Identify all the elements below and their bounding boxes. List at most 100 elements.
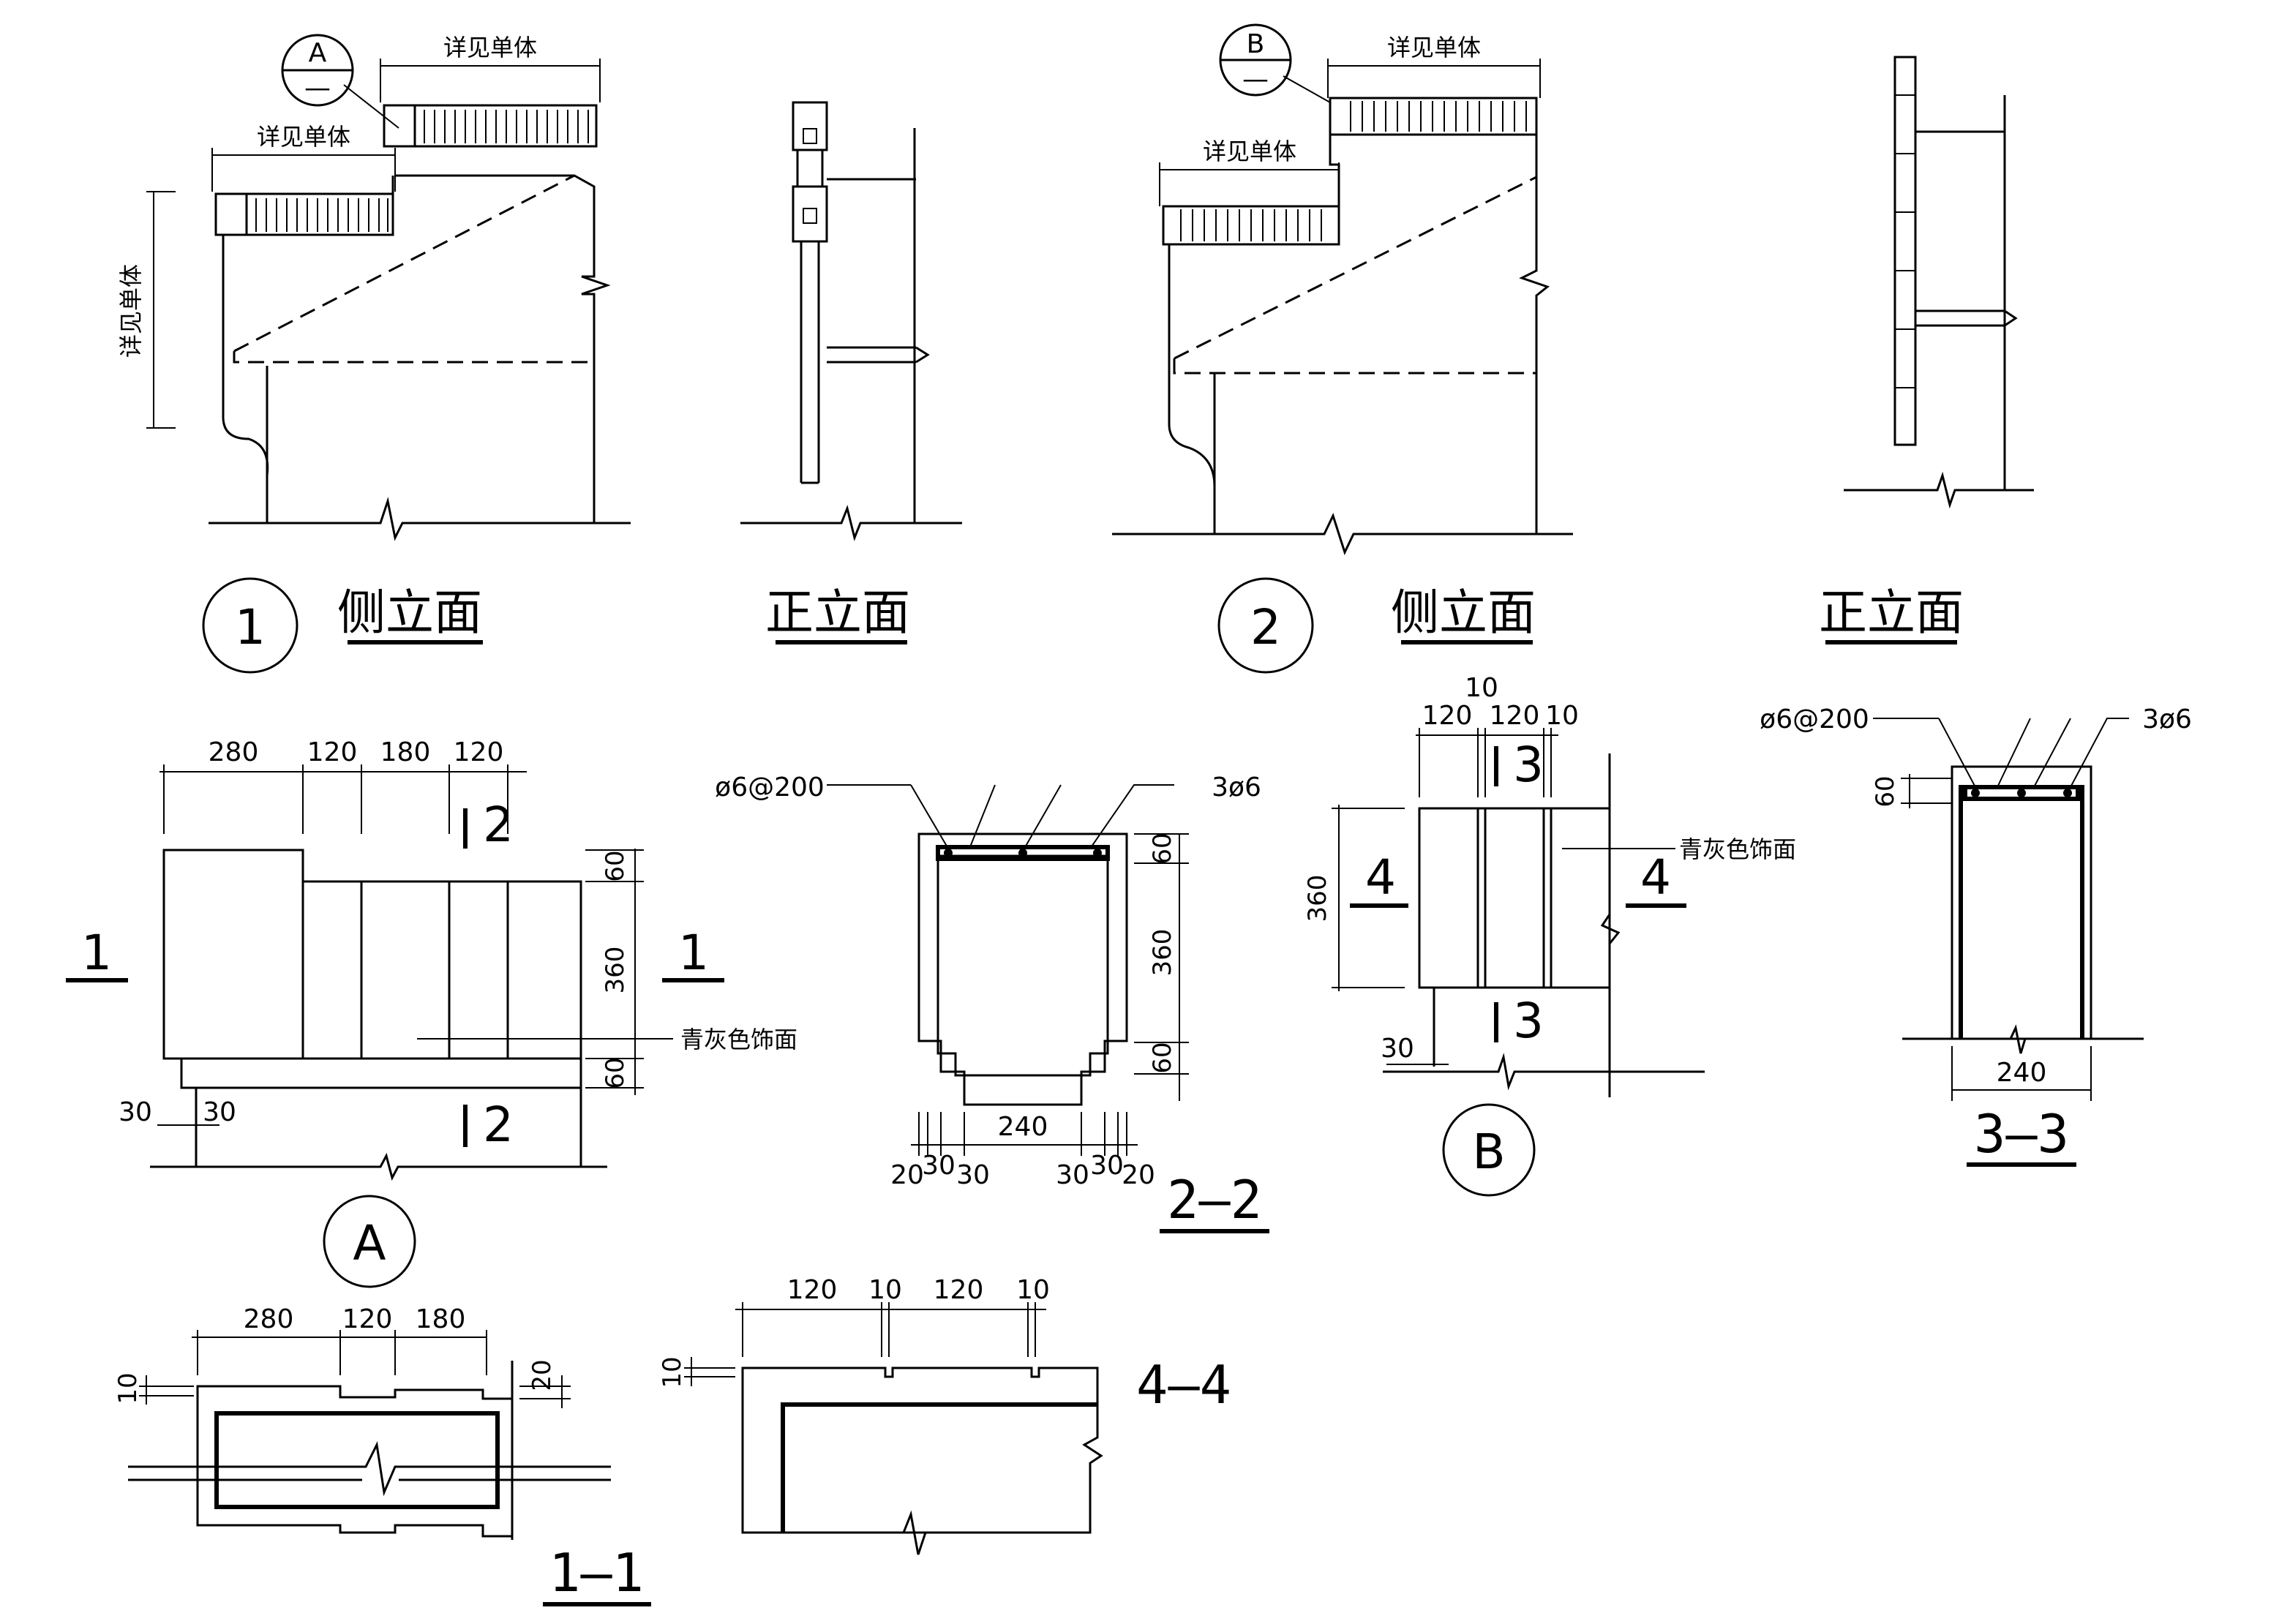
svg-text:详见单体: 详见单体 bbox=[257, 123, 350, 151]
svg-text:10: 10 bbox=[658, 1356, 687, 1388]
elevation-1-titles: 1 侧立面 正立面 bbox=[202, 577, 910, 674]
dim-see-detail-top: 详见单体 bbox=[380, 34, 601, 102]
dims-s33-bottom: 240 bbox=[1951, 1046, 2092, 1101]
svg-text:4: 4 bbox=[1640, 849, 1671, 906]
svg-text:20: 20 bbox=[1122, 1160, 1155, 1190]
svg-text:10: 10 bbox=[1465, 673, 1498, 703]
dims-b-side: 360 bbox=[1303, 805, 1405, 991]
dims-s11-top: 280 120 180 bbox=[192, 1304, 487, 1375]
svg-text:详见单体: 详见单体 bbox=[1203, 138, 1296, 165]
dim-see-detail-top-2: 详见单体 bbox=[1327, 34, 1541, 98]
svg-text:120: 120 bbox=[1490, 701, 1540, 731]
svg-text:120: 120 bbox=[1422, 701, 1473, 731]
callout-a: A — bbox=[281, 34, 399, 129]
section-cut-marks-a: 1 1 2 2 bbox=[66, 797, 724, 1153]
section-2-2: ø6@200 3ø6 60 360 60 240 20 30 30 30 30 … bbox=[715, 772, 1269, 1233]
svg-text:—: — bbox=[304, 73, 331, 103]
svg-text:2—2: 2—2 bbox=[1167, 1169, 1262, 1230]
section-4-4: 120 10 120 10 10 4—4 bbox=[658, 1275, 1231, 1555]
svg-text:60: 60 bbox=[1148, 832, 1177, 864]
section-1-1: 280 120 180 10 20 1—1 bbox=[113, 1304, 651, 1606]
svg-text:B: B bbox=[1472, 1124, 1505, 1180]
svg-text:3—3: 3—3 bbox=[1974, 1103, 2069, 1165]
svg-text:60: 60 bbox=[601, 1057, 630, 1089]
svg-text:360: 360 bbox=[1303, 875, 1332, 922]
svg-text:侧立面: 侧立面 bbox=[337, 584, 482, 641]
dims-s22-side: 60 360 60 bbox=[1134, 832, 1189, 1101]
svg-text:2: 2 bbox=[483, 1097, 514, 1153]
svg-text:30: 30 bbox=[1381, 1034, 1414, 1064]
svg-text:详见单体: 详见单体 bbox=[1387, 34, 1481, 61]
svg-text:10: 10 bbox=[113, 1372, 143, 1404]
svg-text:1: 1 bbox=[235, 599, 266, 655]
dim-see-detail-height: 详见单体 bbox=[117, 191, 176, 429]
dims-s44-top: 120 10 120 10 bbox=[735, 1275, 1050, 1357]
svg-text:3ø6: 3ø6 bbox=[1212, 772, 1261, 802]
front-elevation-1 bbox=[740, 101, 962, 541]
svg-text:30: 30 bbox=[922, 1151, 956, 1181]
svg-text:180: 180 bbox=[380, 737, 431, 767]
svg-text:30: 30 bbox=[119, 1097, 152, 1127]
svg-text:A: A bbox=[353, 1215, 386, 1271]
svg-text:正立面: 正立面 bbox=[1819, 584, 1964, 641]
svg-text:4—4: 4—4 bbox=[1136, 1354, 1231, 1416]
dim-see-detail-lower: 详见单体 bbox=[211, 123, 396, 192]
svg-text:280: 280 bbox=[244, 1304, 294, 1334]
svg-text:青灰色饰面: 青灰色饰面 bbox=[1679, 835, 1796, 863]
upper-cap-ticks bbox=[424, 110, 589, 143]
dims-b-bottom: 30 bbox=[1381, 1034, 1449, 1065]
svg-text:180: 180 bbox=[416, 1304, 466, 1334]
svg-text:280: 280 bbox=[209, 737, 259, 767]
svg-text:120: 120 bbox=[342, 1304, 393, 1334]
dims-s33-side: 60 bbox=[1871, 774, 1952, 808]
svg-text:A: A bbox=[309, 38, 327, 68]
dims-a-bottom: 30 30 bbox=[119, 1097, 236, 1127]
section-3-3: ø6@200 3ø6 60 240 3—3 bbox=[1760, 704, 2192, 1167]
svg-text:B: B bbox=[1247, 29, 1265, 59]
svg-text:30: 30 bbox=[203, 1097, 236, 1127]
svg-text:30: 30 bbox=[1056, 1160, 1089, 1190]
svg-text:20: 20 bbox=[528, 1359, 557, 1391]
svg-text:120: 120 bbox=[787, 1275, 838, 1305]
svg-text:120: 120 bbox=[307, 737, 358, 767]
section-cut-marks-b: 4 4 3 3 bbox=[1350, 737, 1686, 1049]
svg-text:3: 3 bbox=[1513, 737, 1544, 793]
svg-text:10: 10 bbox=[868, 1275, 902, 1305]
svg-text:详见单体: 详见单体 bbox=[443, 34, 537, 61]
svg-text:30: 30 bbox=[1090, 1151, 1124, 1181]
svg-text:360: 360 bbox=[1148, 929, 1177, 977]
svg-text:1: 1 bbox=[81, 925, 112, 981]
svg-text:4: 4 bbox=[1365, 849, 1396, 906]
svg-text:240: 240 bbox=[998, 1112, 1048, 1142]
svg-text:侧立面: 侧立面 bbox=[1391, 584, 1536, 641]
svg-text:正立面: 正立面 bbox=[765, 584, 910, 641]
svg-text:2: 2 bbox=[1250, 599, 1281, 655]
dims-a-top: 280 120 180 120 bbox=[159, 737, 527, 834]
svg-text:ø6@200: ø6@200 bbox=[1760, 704, 1869, 734]
dims-s11-side: 10 20 bbox=[113, 1359, 571, 1408]
dims-s22-bottom: 240 20 30 30 30 30 20 bbox=[890, 1112, 1155, 1190]
side-elevation-2: B — 详见单体 详见单体 bbox=[1112, 23, 1573, 556]
dims-b-top: 10 120 120 10 bbox=[1416, 673, 1579, 797]
side-elevation-1: A — 详见单体 详见单体 bbox=[117, 34, 631, 541]
svg-text:青灰色饰面: 青灰色饰面 bbox=[680, 1026, 797, 1053]
svg-text:60: 60 bbox=[601, 850, 630, 881]
svg-text:60: 60 bbox=[1871, 775, 1900, 807]
svg-text:1—1: 1—1 bbox=[549, 1542, 644, 1604]
svg-text:120: 120 bbox=[454, 737, 504, 767]
svg-text:360: 360 bbox=[601, 947, 630, 994]
dim-see-detail-lower-2: 详见单体 bbox=[1159, 138, 1340, 206]
callout-b: B — bbox=[1219, 23, 1331, 103]
svg-text:120: 120 bbox=[934, 1275, 984, 1305]
detail-b: 青灰色饰面 10 120 120 10 360 30 4 4 3 3 bbox=[1303, 673, 1796, 1197]
svg-text:240: 240 bbox=[1997, 1058, 2047, 1088]
svg-text:ø6@200: ø6@200 bbox=[715, 772, 825, 802]
svg-text:10: 10 bbox=[1545, 701, 1579, 731]
svg-text:20: 20 bbox=[890, 1160, 924, 1190]
dims-s44-side: 10 bbox=[658, 1356, 735, 1388]
front-elevation-2 bbox=[1844, 56, 2034, 509]
svg-text:详见单体: 详见单体 bbox=[117, 264, 145, 358]
svg-text:60: 60 bbox=[1148, 1042, 1177, 1073]
svg-text:2: 2 bbox=[483, 797, 514, 853]
